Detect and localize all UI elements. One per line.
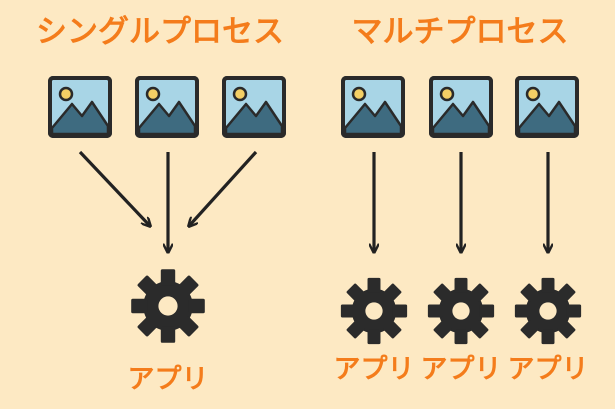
image-icon bbox=[515, 76, 579, 138]
image-icon bbox=[341, 76, 405, 138]
multi-app-label: アプリ bbox=[421, 354, 502, 385]
image-icon bbox=[48, 76, 112, 138]
multi-app-label: アプリ bbox=[334, 354, 415, 385]
single-process-title: シングルプロセス bbox=[36, 14, 284, 50]
gear-icon bbox=[131, 269, 205, 343]
single-app-label: アプリ bbox=[128, 364, 209, 395]
image-icon bbox=[429, 76, 493, 138]
image-icon bbox=[222, 76, 286, 138]
gear-icon bbox=[514, 277, 582, 345]
arrow bbox=[78, 150, 150, 226]
multi-process-title: マルチプロセス bbox=[352, 14, 569, 50]
image-icon bbox=[135, 76, 199, 138]
multi-app-label: アプリ bbox=[508, 354, 589, 385]
arrow bbox=[189, 150, 258, 226]
gear-icon bbox=[340, 277, 408, 345]
gear-icon bbox=[427, 277, 495, 345]
